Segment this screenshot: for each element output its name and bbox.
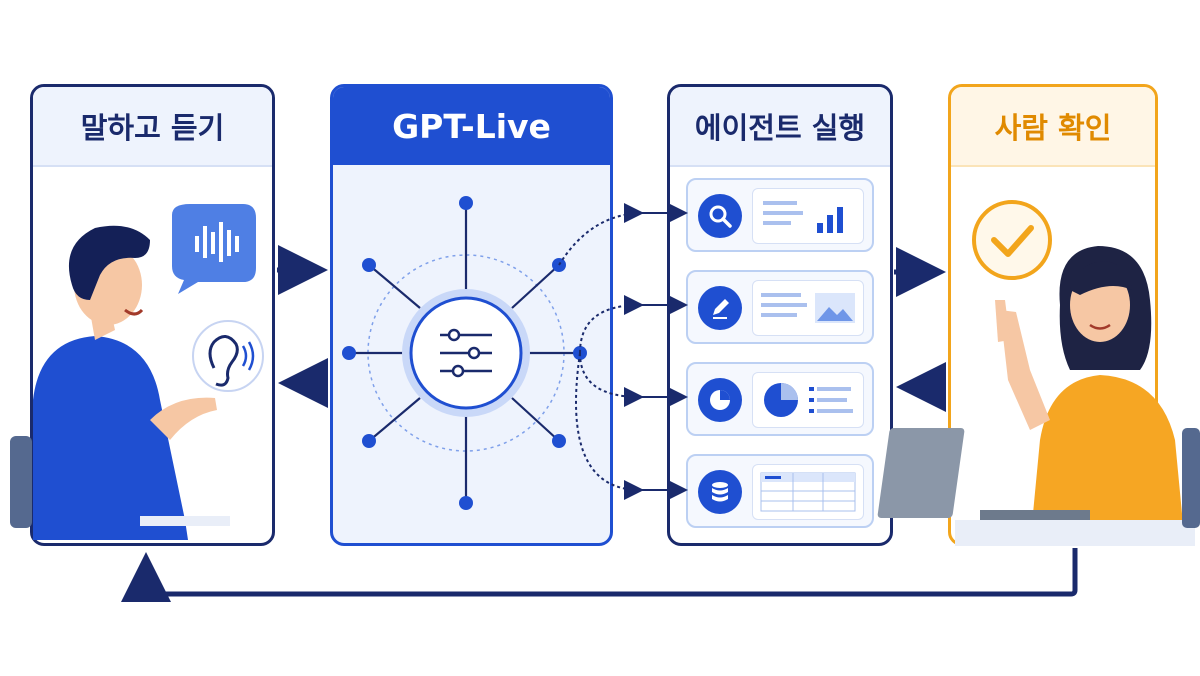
- bar-chart-preview: [752, 188, 864, 244]
- human-check-title: 사람 확인: [951, 87, 1155, 167]
- table-preview: [752, 464, 864, 520]
- ear-listening-icon: [192, 320, 264, 392]
- image-preview: [752, 280, 864, 336]
- agent-execution-title: 에이전트 실행: [670, 87, 890, 167]
- speaking-person-illustration: [10, 225, 230, 540]
- pie-chart-icon: [698, 378, 742, 422]
- voice-wave-icon: [172, 204, 256, 294]
- check-circle-icon: [972, 200, 1052, 280]
- search-icon: [698, 194, 742, 238]
- task-connectors: [558, 212, 641, 491]
- edit-icon: [698, 286, 742, 330]
- flow-arrows: [121, 245, 1078, 602]
- task-arrows: [624, 203, 688, 500]
- reviewing-person-illustration: [877, 246, 1200, 546]
- gpt-live-title: GPT-Live: [333, 87, 610, 165]
- agent-task-edit: [686, 270, 874, 344]
- pie-chart-preview: [752, 372, 864, 428]
- agent-task-pie: [686, 362, 874, 436]
- sliders-icon: [440, 328, 492, 378]
- agent-task-search: [686, 178, 874, 252]
- speak-listen-title: 말하고 듣기: [33, 87, 272, 167]
- database-icon: [698, 470, 742, 514]
- agent-task-database: [686, 454, 874, 528]
- gpt-live-network: [342, 196, 587, 510]
